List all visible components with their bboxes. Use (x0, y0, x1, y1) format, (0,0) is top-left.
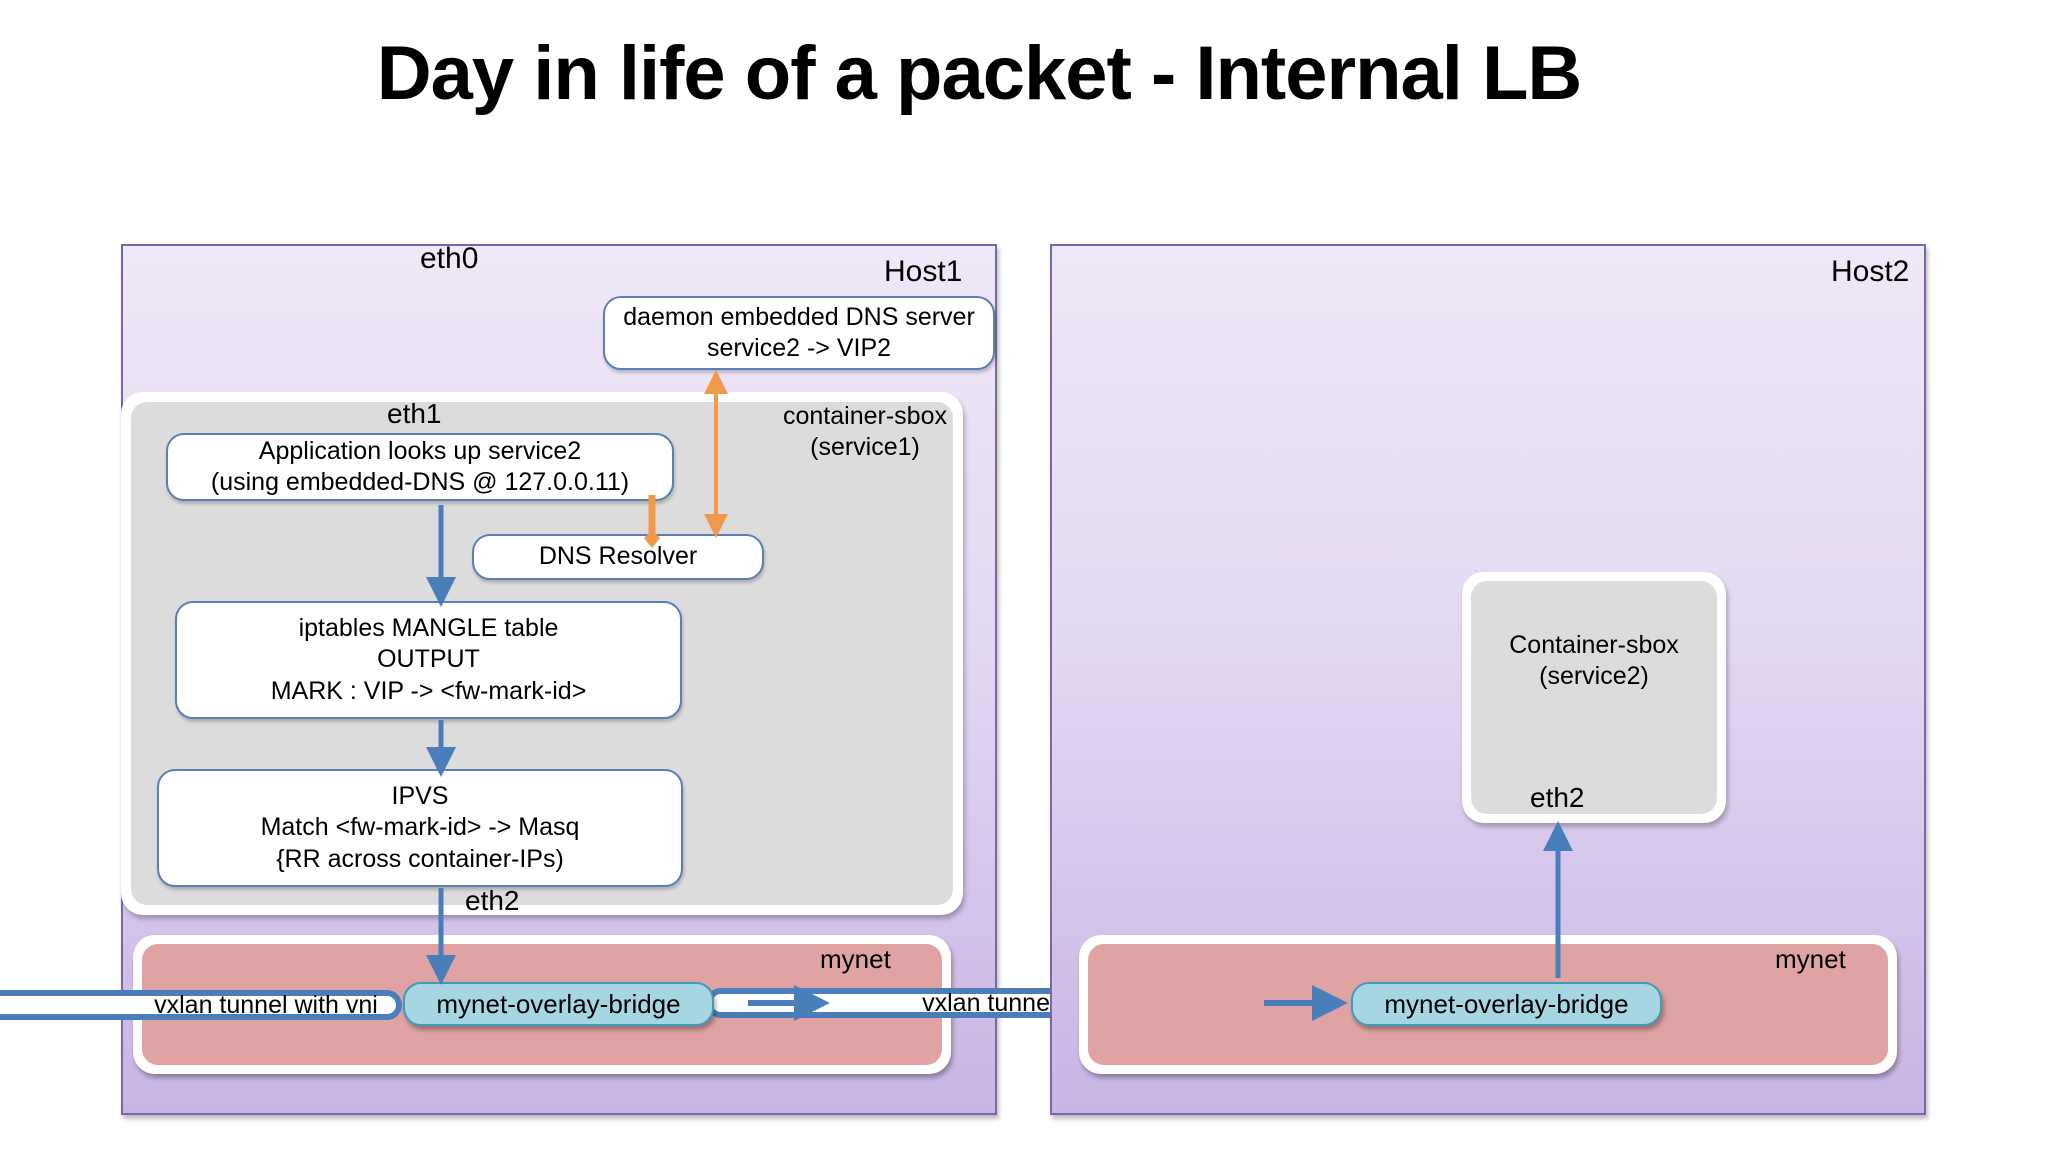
host1-overlay-bridge: mynet-overlay-bridge (403, 982, 714, 1026)
app-box-line2: (using embedded-DNS @ 127.0.0.11) (210, 468, 630, 496)
host1-mynet-label: mynet (820, 944, 891, 974)
application-lookup-box: Application looks up service2 (using emb… (166, 433, 674, 501)
container1-label-line1: container-sbox (783, 402, 947, 430)
host2-label: Host2 (1831, 255, 1910, 288)
container-sbox-service2-inner (1471, 581, 1717, 814)
iptables-line3: MARK : VIP -> <fw-mark-id> (270, 676, 587, 705)
iptables-line2: OUTPUT (377, 645, 480, 674)
container-sbox-service1-label: container-sbox (service1) (775, 401, 955, 464)
dns-server-box: daemon embedded DNS server service2 -> V… (603, 296, 995, 370)
host1-label: Host1 (884, 255, 963, 288)
container2-label-line2: (service2) (1539, 662, 1649, 691)
container1-label-line2: (service1) (810, 433, 920, 462)
dns-server-line2: service2 -> VIP2 (706, 334, 892, 362)
dns-resolver-box: DNS Resolver (472, 534, 764, 580)
vxlan-tunnel-left-label: vxlan tunnel with vni (154, 990, 378, 1019)
host1-eth0-label: eth0 (420, 242, 479, 275)
host2-overlay-bridge: mynet-overlay-bridge (1351, 982, 1662, 1026)
ipvs-line3: {RR across container-IPs) (276, 844, 564, 873)
host2-eth2-label: eth2 (1530, 782, 1585, 813)
slide-title: Day in life of a packet - Internal LB (376, 31, 1583, 116)
ipvs-box: IPVS Match <fw-mark-id> -> Masq {RR acro… (157, 769, 683, 887)
ipvs-line2: Match <fw-mark-id> -> Masq (260, 813, 580, 842)
host1-eth1-label: eth1 (387, 398, 442, 429)
container2-label-line1: Container-sbox (1509, 631, 1679, 659)
dns-server-line1: daemon embedded DNS server (623, 302, 975, 331)
vxlan-tunnel-left: vxlan tunnel with vni (0, 990, 402, 1020)
iptables-line1: iptables MANGLE table (298, 614, 559, 643)
host1-eth2-label: eth2 (465, 885, 520, 916)
iptables-mangle-box: iptables MANGLE table OUTPUT MARK : VIP … (175, 601, 682, 719)
host2-mynet-label: mynet (1775, 944, 1846, 974)
ipvs-line1: IPVS (391, 782, 449, 811)
container-sbox-service2-label: Container-sbox (service2) (1494, 630, 1694, 693)
app-box-line1: Application looks up service2 (258, 436, 582, 465)
